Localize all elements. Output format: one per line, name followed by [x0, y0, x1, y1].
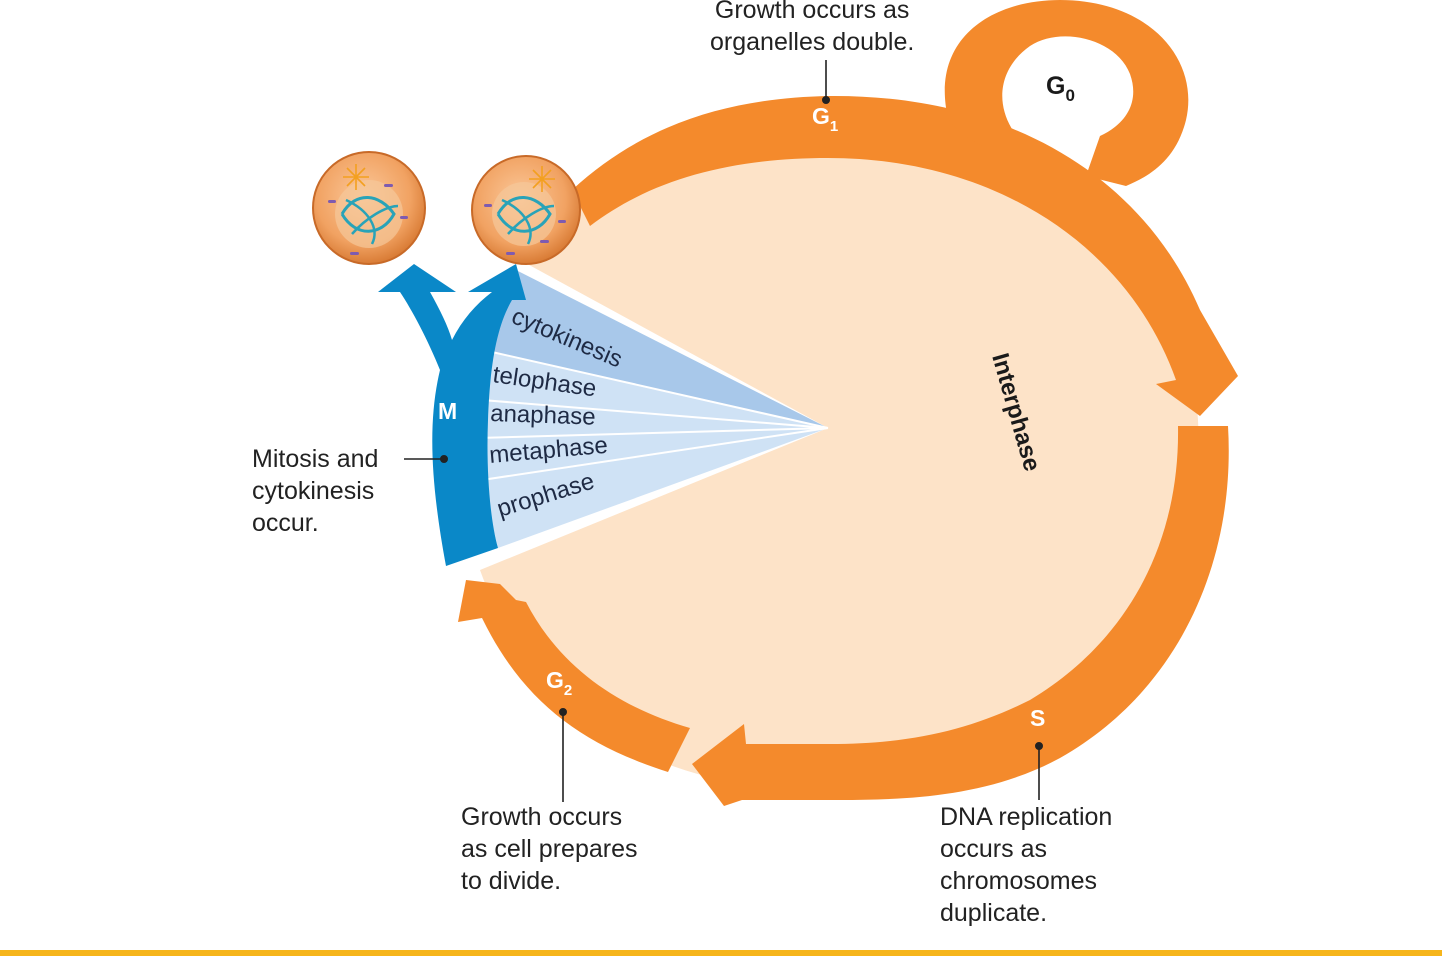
- stage-label-g0: G0: [1046, 72, 1075, 105]
- callout-g1-line: Growth occurs as: [714, 0, 910, 24]
- daughter-cell-icon: [471, 155, 581, 265]
- callout-m-line: Mitosis and: [252, 445, 379, 473]
- wedge-cytokinesis: [492, 268, 828, 428]
- callout-s-line: DNA replication: [940, 803, 1113, 831]
- stage-label-g1: G1: [812, 103, 838, 135]
- callout-m-line: occur.: [252, 509, 319, 537]
- callout-g2-line: as cell prepares: [461, 835, 638, 863]
- callout-leaders: [404, 60, 1044, 802]
- g1-arc: [572, 95, 1238, 416]
- interphase-region: [480, 128, 1199, 791]
- callout-g2-line: Growth occurs: [461, 803, 623, 831]
- callout-g1: Growth occurs as organelles double.: [710, 0, 914, 58]
- callout-m: Mitosis and cytokinesis occur.: [252, 443, 378, 539]
- callout-g2-line: to divide.: [461, 867, 562, 895]
- stage-label-m: M: [438, 398, 457, 424]
- callout-s: DNA replication occurs as chromosomes du…: [940, 801, 1112, 929]
- g2-arc: [458, 580, 690, 772]
- g0-loop: [944, 0, 1189, 186]
- daughter-cell-icon: [312, 151, 426, 265]
- callout-s-line: chromosomes: [940, 867, 1097, 895]
- bottom-accent-bar: [0, 950, 1442, 956]
- s-arc: [692, 426, 1229, 806]
- callout-s-line: duplicate.: [940, 899, 1048, 927]
- wedge-prophase: [482, 428, 828, 548]
- callout-m-line: cytokinesis: [252, 477, 375, 505]
- callout-g1-line: organelles double.: [710, 28, 915, 56]
- stage-label-s: S: [1030, 705, 1045, 731]
- wedge-anaphase: [478, 400, 828, 438]
- mitosis-arrow: [378, 264, 526, 566]
- callout-s-line: occurs as: [940, 835, 1047, 863]
- callout-g2: Growth occurs as cell prepares to divide…: [461, 801, 637, 897]
- stage-label-g2: G2: [546, 667, 572, 699]
- phase-label-anaphase: anaphase: [490, 400, 596, 431]
